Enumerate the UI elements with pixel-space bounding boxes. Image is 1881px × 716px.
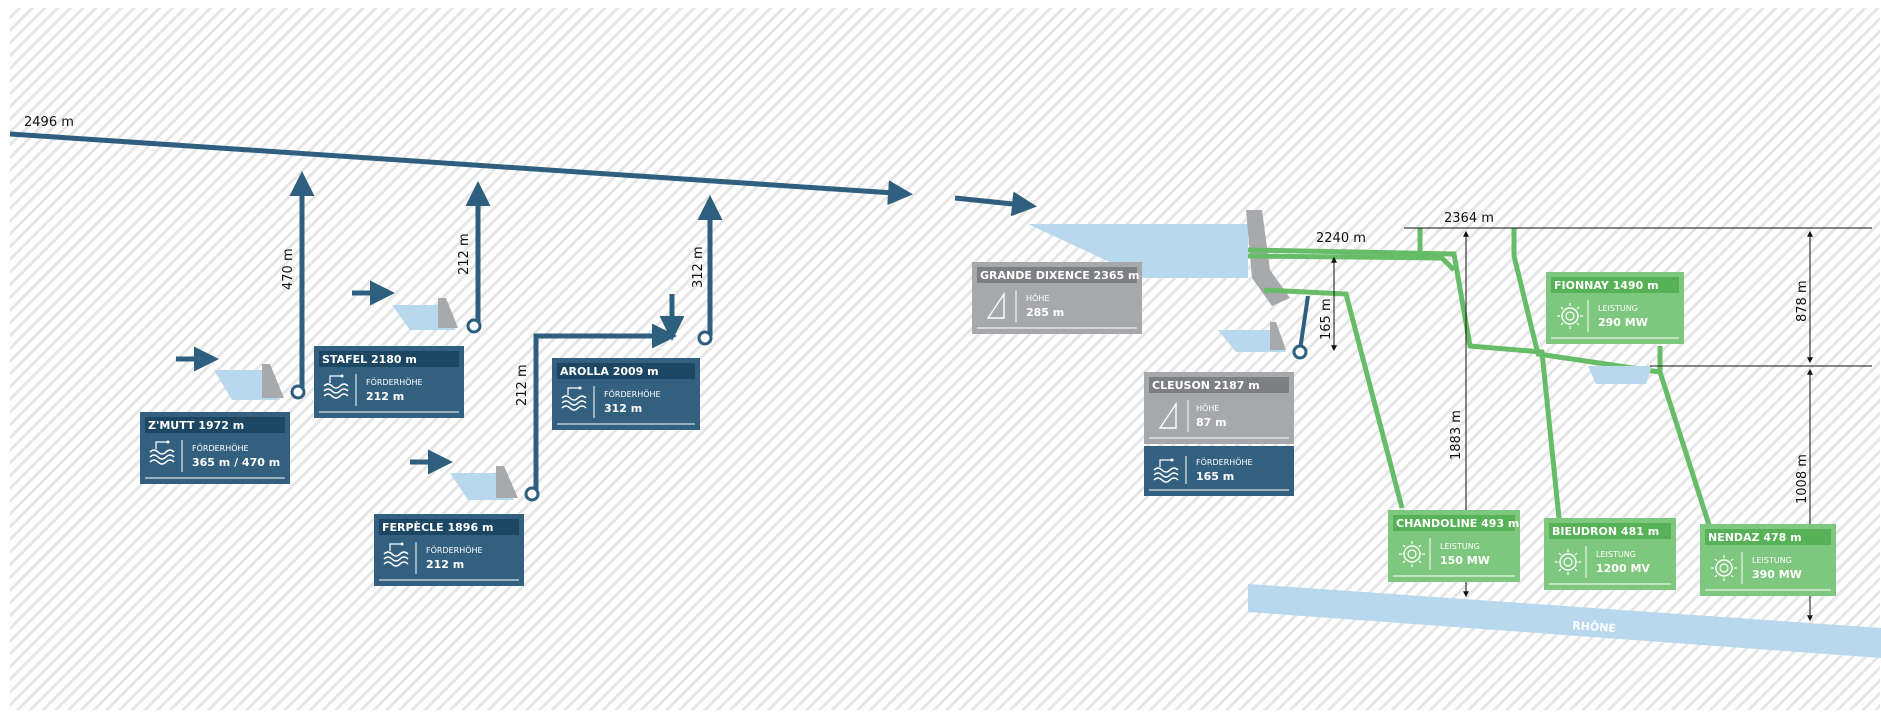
hatched-background [10,8,1880,710]
ferpecle-lift-dimension: 212 m [515,364,530,406]
fionnay-lower-dimension: 1008 m [1795,454,1810,504]
ferpecle-label: FÖRDERHÖHE [426,545,483,555]
stafel-card: STAFEL 2180 m FÖRDERHÖHE 212 m [314,346,464,418]
rhone-river [1248,584,1881,658]
bieudron-value: 1200 MV [1596,562,1650,575]
fionnay-reservoir [1588,366,1652,384]
bieudron-card: BIEUDRON 481 m LEISTUNG 1200 MV [1544,518,1676,590]
zmutt-lift-dimension: 470 m [281,248,296,290]
grande-dixence-card: GRANDE DIXENCE 2365 m HÖHE 285 m [972,262,1142,334]
zmutt-pump-node [290,384,306,400]
zmutt-value: 365 m / 470 m [192,456,280,469]
fionnay-value: 290 MW [1598,316,1648,329]
river-label: RHÔNE [1572,619,1617,635]
nendaz-value: 390 MW [1752,568,1802,581]
elevation-2240: 2240 m [1316,231,1366,246]
arolla-value: 312 m [604,402,642,415]
fionnay-upper-dimension: 878 m [1795,280,1810,322]
ferpecle-pump-node [524,486,540,502]
zmutt-card: Z'MUTT 1972 m FÖRDERHÖHE 365 m / 470 m [140,412,290,484]
elevation-2364: 2364 m [1444,211,1494,226]
fionnay-title: FIONNAY 1490 m [1554,279,1659,292]
cleuson-pump-pipe [1298,295,1310,351]
ferpecle-card: FERPÈCLE 1896 m FÖRDERHÖHE 212 m [374,514,524,586]
bieudron-title: BIEUDRON 481 m [1552,525,1659,538]
arolla-label: FÖRDERHÖHE [604,389,661,399]
zmutt-label: FÖRDERHÖHE [192,443,249,453]
cleuson-pump-card: FÖRDERHÖHE 165 m [1144,446,1294,496]
stafel-label: FÖRDERHÖHE [366,377,423,387]
bieudron-label: LEISTUNG [1596,550,1636,559]
dam-profile-icon [986,291,1005,319]
ferpecle-dam [496,466,518,498]
cleuson-dam-card: CLEUSON 2187 m HÖHE 87 m [1144,372,1294,444]
cleuson-pump-value: 165 m [1196,470,1234,483]
grande-dixence-title: GRANDE DIXENCE 2365 m [980,269,1139,282]
penstocks [1247,228,1713,529]
ferpecle-title: FERPÈCLE 1896 m [382,521,493,534]
arolla-pump-node [697,330,713,346]
arolla-title: AROLLA 2009 m [560,365,659,378]
stafel-title: STAFEL 2180 m [322,353,417,366]
nendaz-title: NENDAZ 478 m [1708,531,1802,544]
cleuson-reservoir [1218,330,1286,352]
fionnay-card: FIONNAY 1490 m LEISTUNG 290 MW [1546,272,1684,344]
zmutt-dam [262,364,284,398]
grande-dixence-label: HÖHE [1026,293,1049,303]
arolla-lift-dimension: 312 m [691,246,706,288]
stafel-lift-dimension: 212 m [457,233,472,275]
main-conduit [9,131,913,206]
zmutt-title: Z'MUTT 1972 m [148,419,244,432]
elevation-2496: 2496 m [24,115,74,130]
penstock-bieudron [1247,247,1563,529]
chandoline-card: CHANDOLINE 493 m LEISTUNG 150 MW [1388,510,1520,582]
conduit-inflow-arrow [954,191,1037,217]
dam-profile-icon [1158,401,1177,429]
cleuson-pump-node [1292,344,1308,360]
stafel-dam [438,298,458,328]
cleuson-title: CLEUSON 2187 m [1152,379,1260,392]
chandoline-head-dimension: 1883 m [1449,410,1464,460]
cleuson-dam [1270,322,1286,350]
stafel-value: 212 m [366,390,404,403]
grande-dixence-reservoir [1028,224,1248,278]
cleuson-label: HÖHE [1196,403,1219,413]
chandoline-label: LEISTUNG [1440,542,1480,551]
cleuson-pump-label: FÖRDERHÖHE [1196,457,1253,467]
nendaz-card: NENDAZ 478 m LEISTUNG 390 MW [1700,524,1836,596]
ferpecle-value: 212 m [426,558,464,571]
penstock-secondary [1247,253,1456,272]
cleuson-lift-dimension: 165 m [1319,298,1334,340]
arolla-card: AROLLA 2009 m FÖRDERHÖHE 312 m [552,358,700,430]
cleuson-value: 87 m [1196,416,1227,429]
penstock-nendaz [1511,228,1713,529]
chandoline-value: 150 MW [1440,554,1490,567]
fionnay-label: LEISTUNG [1598,304,1638,313]
nendaz-label: LEISTUNG [1752,556,1792,565]
chandoline-title: CHANDOLINE 493 m [1396,517,1519,530]
stafel-pump-node [466,318,482,334]
ferpecle-riser [533,323,677,494]
penstock-chandoline [1263,287,1405,509]
grande-dixence-value: 285 m [1026,306,1064,319]
